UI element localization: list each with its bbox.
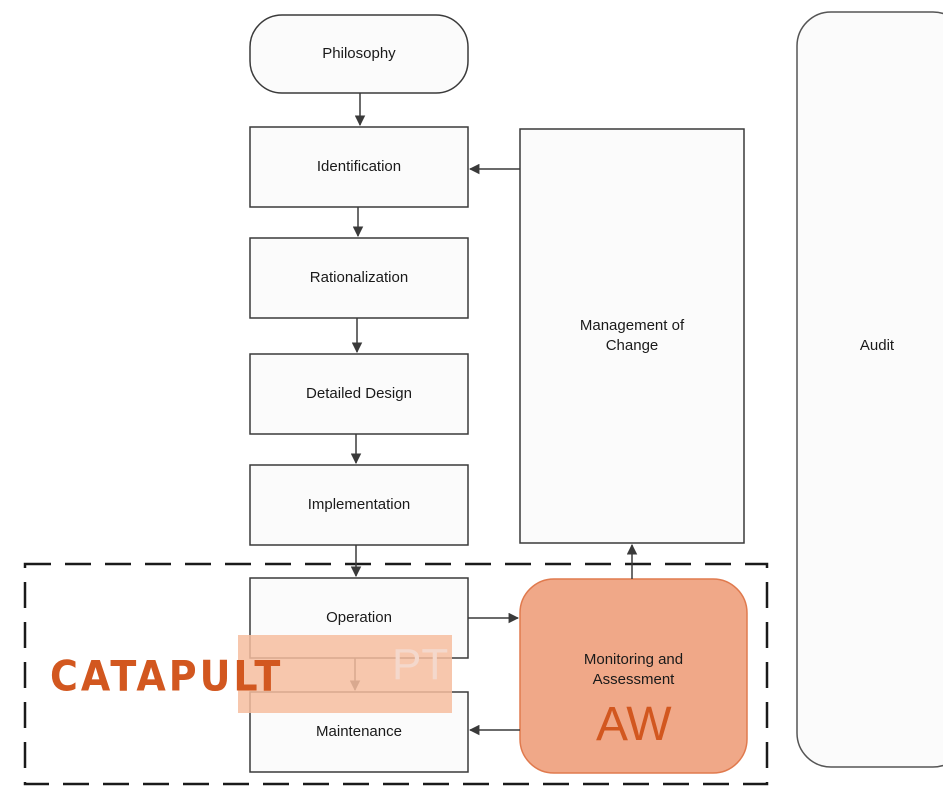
pt-badge: PT bbox=[392, 640, 449, 689]
catapult-logo: CATAPULT bbox=[50, 652, 284, 701]
aw-badge: AW bbox=[596, 698, 672, 751]
monitoring-and-assessment-box bbox=[519, 578, 748, 774]
pt-scope-dashed-region bbox=[23, 562, 769, 786]
identification-box bbox=[249, 126, 469, 208]
implementation-box bbox=[249, 464, 469, 546]
rationalization-box bbox=[249, 237, 469, 319]
philosophy-box bbox=[249, 14, 469, 94]
detailed-design-box bbox=[249, 353, 469, 435]
management-of-change-box bbox=[519, 128, 745, 544]
audit-box bbox=[796, 11, 943, 768]
pt-overlay-band bbox=[238, 635, 452, 713]
